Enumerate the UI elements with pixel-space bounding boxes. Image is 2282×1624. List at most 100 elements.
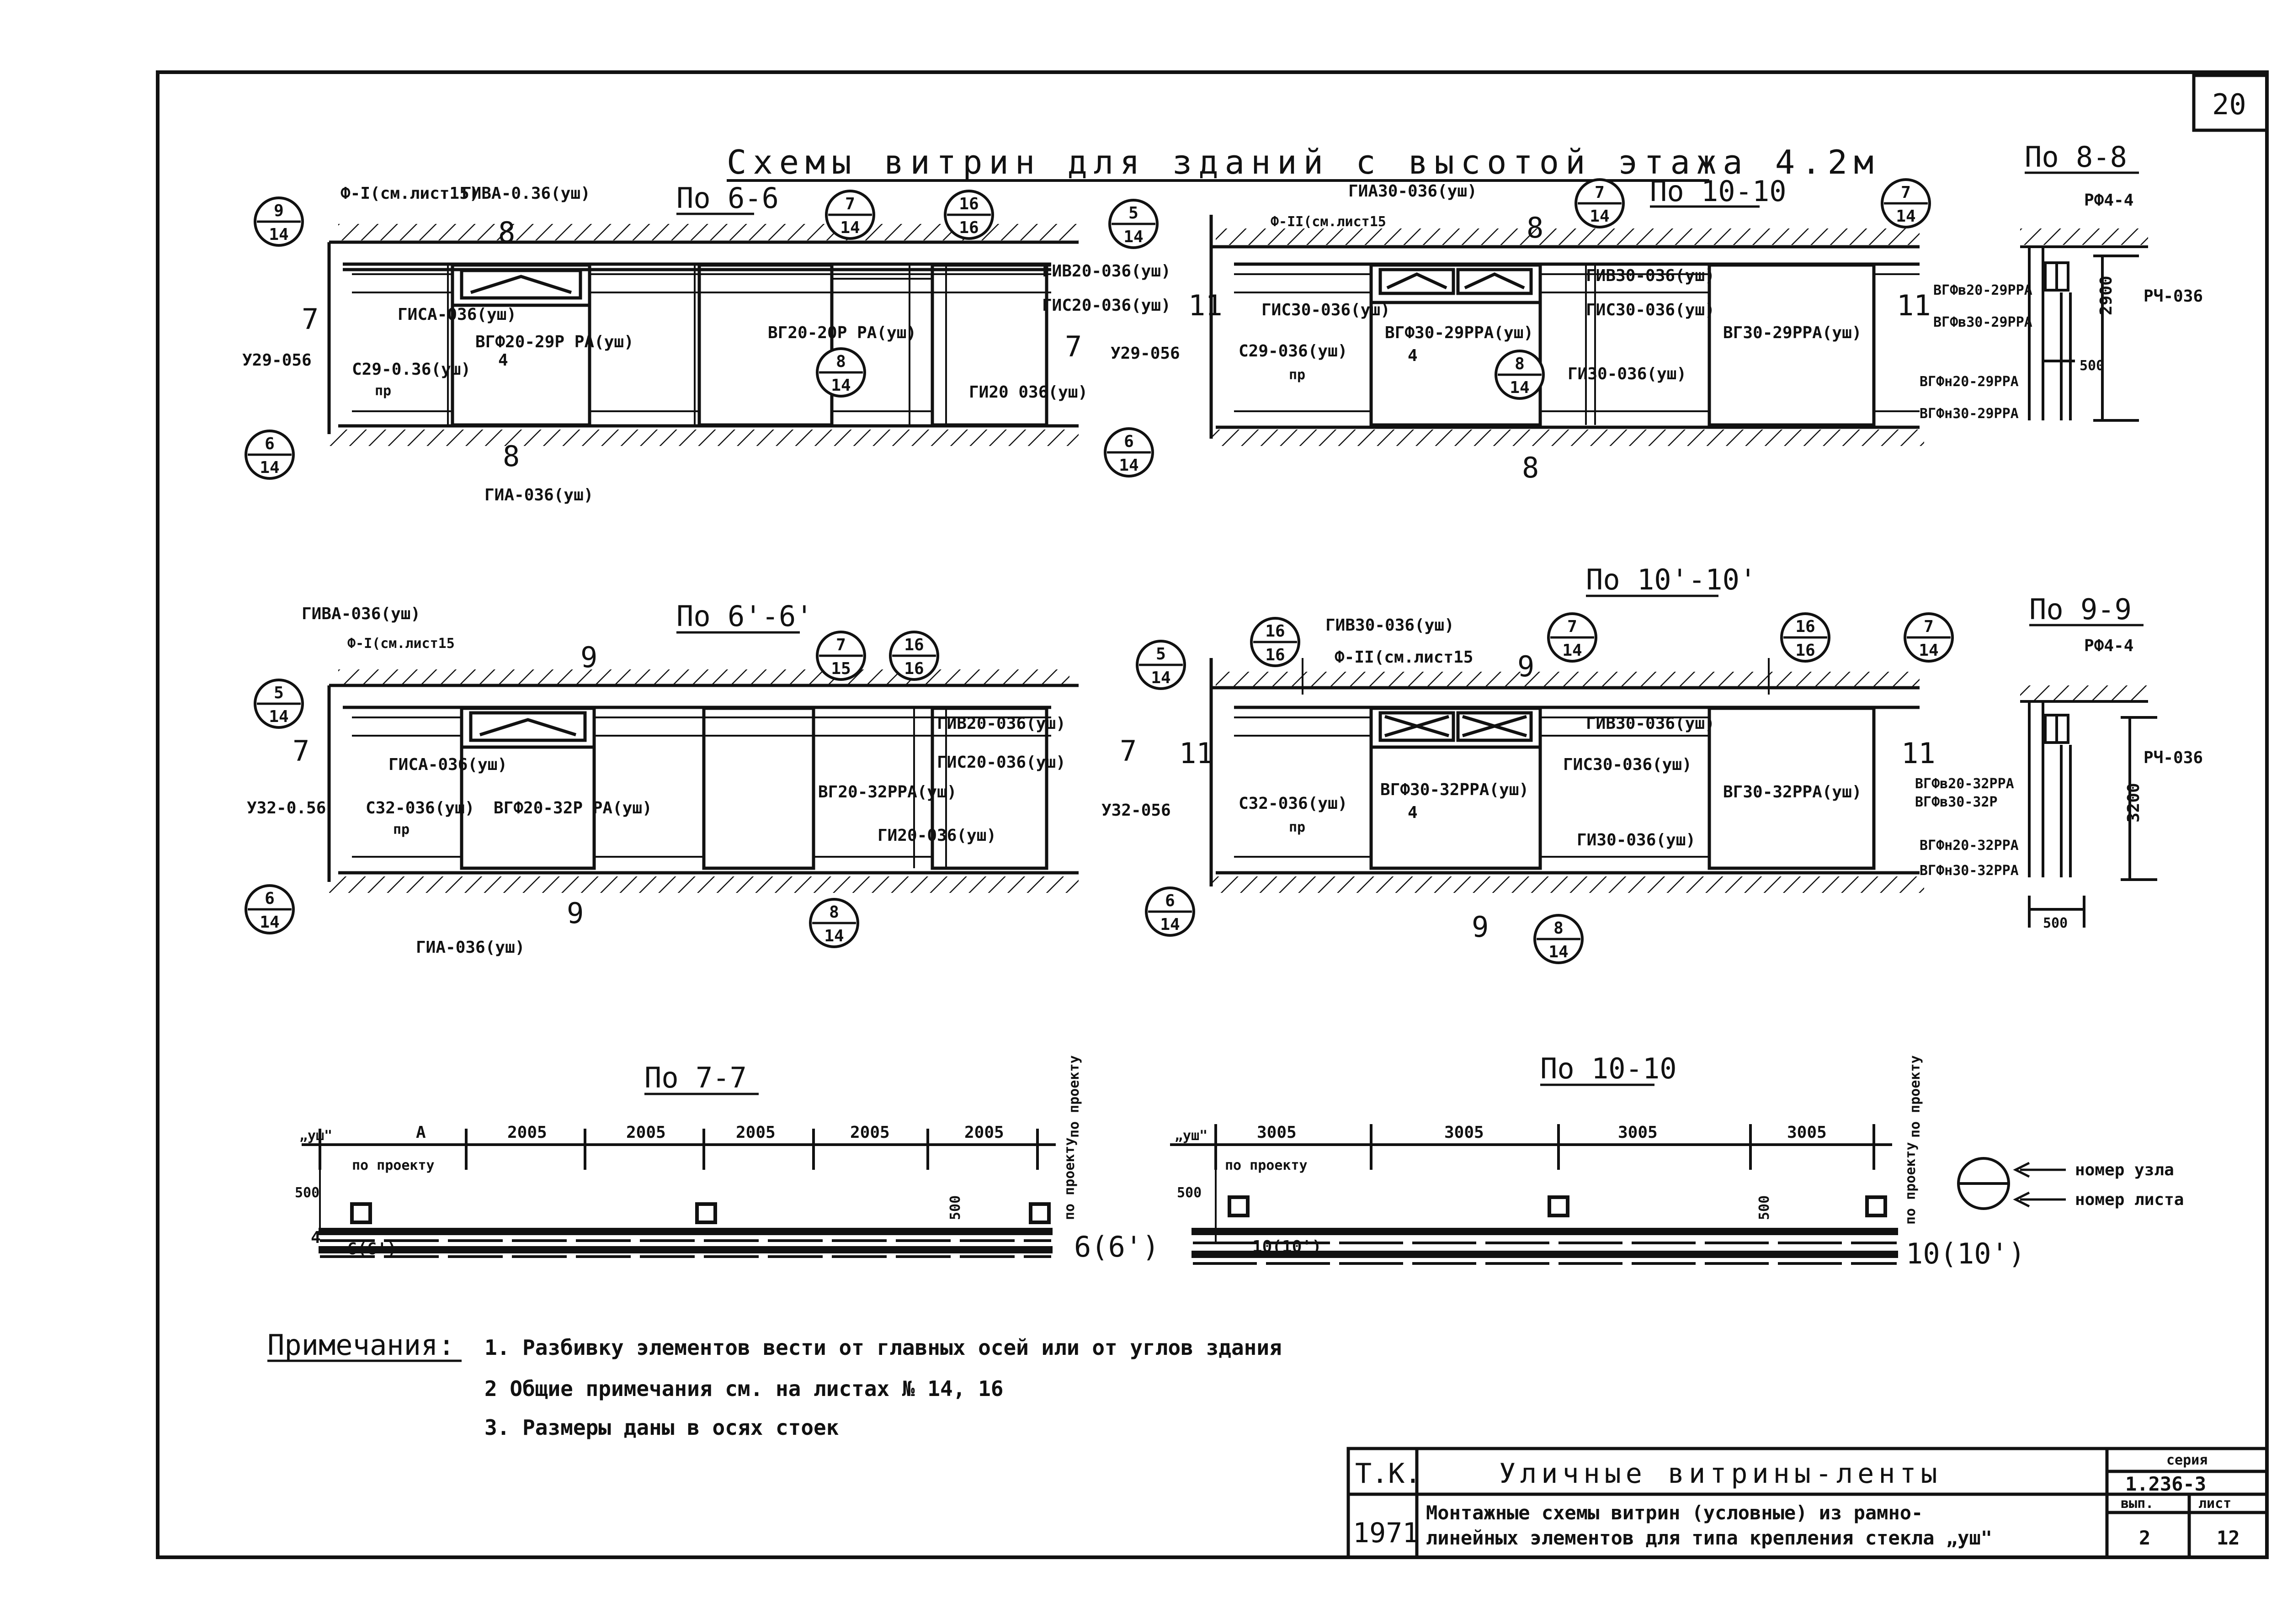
plan-10-10 [1170,1124,1898,1265]
svg-text:Т.К.: Т.К. [1355,1458,1421,1490]
callout-node-number: 8 [1553,919,1564,938]
svg-text:ГИ30-036(уш): ГИ30-036(уш) [1568,365,1686,383]
callout-sheet-number: 14 [1160,915,1180,934]
svg-text:лист: лист [2198,1496,2231,1512]
section-8-8-labels: РФ4-4 РЧ-036 ВГФв20-29РРА ВГФв30-29РРА В… [1920,191,2203,422]
svg-text:ГИА-036(уш): ГИА-036(уш) [484,486,593,504]
svg-text:ГИВА-0.36(уш): ГИВА-0.36(уш) [462,184,590,203]
svg-text:по проекту: по проекту [1225,1157,1308,1173]
svg-text:ВГФ30-29РРА(уш): ВГФ30-29РРА(уш) [1385,324,1533,342]
svg-text:4: 4 [311,1228,321,1247]
elevation-6p-6p-labels: ГИВА-036(уш) Ф-I(см.лист15 ГИСА-036(уш) … [247,605,1137,957]
svg-text:ГИВ20-036(уш): ГИВ20-036(уш) [1042,262,1171,281]
svg-text:ГИС20-036(уш): ГИС20-036(уш) [937,753,1066,772]
callout-node-number: 5 [274,684,284,702]
svg-text:вып.: вып. [2121,1496,2154,1512]
callout-node-number: 16 [904,636,924,654]
svg-text:ГИСА-036(уш): ГИСА-036(уш) [398,305,516,324]
svg-text:2900: 2900 [2097,276,2116,315]
svg-text:По 9-9: По 9-9 [2029,593,2132,626]
svg-text:ВГ30-32РРА(уш): ВГ30-32РРА(уш) [1723,783,1862,801]
svg-text:номер листа: номер листа [2075,1190,2184,1209]
svg-text:ВГФн30-29РРА: ВГФн30-29РРА [1920,406,2019,422]
svg-text:С32-036(уш): С32-036(уш) [366,799,474,817]
svg-text:3005: 3005 [1257,1123,1297,1142]
svg-text:ГИВ20-036(уш): ГИВ20-036(уш) [937,714,1066,733]
svg-text:ГИС20-036(уш): ГИС20-036(уш) [1042,296,1171,315]
callout-sheet-number: 16 [959,218,979,237]
callout-10: 514 [254,679,304,729]
elevation-10-10-labels: ГИА30-036(уш) Ф-II(см.лист15 ГИС30-036(у… [1111,182,1931,484]
callout-sheet-number: 14 [1919,641,1938,660]
svg-text:11: 11 [1188,289,1223,322]
callout-21: 614 [1145,886,1195,937]
elevation-10-10 [1209,215,1924,446]
section-8-8 [2020,228,2148,422]
callout-node-number: 7 [836,636,846,654]
callout-3: 814 [816,347,866,398]
callout-node-number: 16 [959,195,979,213]
svg-text:10(10'): 10(10') [1252,1237,1322,1256]
svg-text:6(6'): 6(6') [1074,1230,1160,1263]
callout-node-number: 9 [274,202,284,220]
svg-text:ВГФ20-32Р РА(уш): ВГФ20-32Р РА(уш) [494,799,652,817]
callout-7: 714 [1881,178,1931,228]
svg-text:РЧ-036: РЧ-036 [2144,748,2203,767]
callout-sheet-number: 14 [1590,207,1609,226]
svg-text:3200: 3200 [2124,783,2143,823]
callout-node-number: 7 [1567,617,1577,636]
svg-text:7: 7 [302,303,319,336]
drawing-title: Схемы витрин для зданий с высотой этажа … [727,143,1880,181]
callout-node-number: 8 [836,352,846,371]
svg-text:Примечания:: Примечания: [267,1328,455,1362]
svg-text:ВГ30-29РРА(уш): ВГ30-29РРА(уш) [1723,324,1862,342]
svg-text:По 10-10: По 10-10 [1540,1052,1677,1085]
svg-text:8: 8 [1522,451,1539,484]
svg-text:ГИ30-036(уш): ГИ30-036(уш) [1577,831,1696,849]
svg-text:ГИС30-036(уш): ГИС30-036(уш) [1261,301,1390,319]
svg-text:ГИ20 036(уш): ГИ20 036(уш) [969,383,1088,402]
svg-text:2005: 2005 [736,1123,776,1142]
svg-text:500: 500 [1177,1185,1202,1201]
svg-text:3. Размеры даны в осях стоек: 3. Размеры даны в осях стоек [484,1415,839,1440]
callout-node-number: 7 [1901,183,1911,202]
svg-text:4: 4 [1408,346,1418,365]
svg-text:по проекту: по проекту [1066,1055,1082,1138]
svg-text:Монтажные схемы витрин (условн: Монтажные схемы витрин (условные) из рам… [1426,1502,1923,1524]
svg-text:500: 500 [2080,358,2104,374]
callout-node-number: 5 [1156,645,1166,663]
view-headings: По 6-6 По 10-10 По 8-8 По 6'-6' По 10'-1… [644,140,2144,1095]
callout-sheet-number: 14 [260,458,279,477]
svg-text:По 10'-10': По 10'-10' [1586,563,1756,596]
elevation-6-6-labels: Ф-I(см.лист15) ГИВА-0.36(уш) ГИСА-036(уш… [242,184,1171,504]
svg-text:Ф-I(см.лист15: Ф-I(см.лист15 [347,636,455,652]
callout-19: 714 [1904,612,1954,663]
svg-text:Уличные витрины-ленты: Уличные витрины-ленты [1499,1458,1942,1490]
svg-text:8: 8 [503,440,520,473]
callout-6: 714 [1575,178,1625,228]
plan-7-7-labels: „уш" А 2005 2005 2005 2005 2005 по проек… [295,1055,1160,1263]
svg-text:ГИС30-036(уш): ГИС30-036(уш) [1586,301,1715,319]
svg-text:С29-036(уш): С29-036(уш) [1239,342,1347,361]
callout-node-number: 5 [1128,204,1138,223]
drawing-frame [156,70,2269,1559]
elevation-6p-6p [327,669,1079,893]
svg-text:ГИВ30-036(уш): ГИВ30-036(уш) [1586,266,1715,285]
svg-text:„уш": „уш" [1175,1128,1207,1144]
svg-text:1971: 1971 [1353,1517,1419,1549]
callout-9: 614 [1104,427,1154,478]
svg-text:1.236-3: 1.236-3 [2125,1473,2206,1495]
svg-text:по проекту: по проекту [352,1157,435,1173]
callout-11: 715 [816,631,866,681]
callout-sheet-number: 14 [1896,207,1915,226]
notes: Примечания: 1. Разбивку элементов вести … [267,1328,1282,1440]
svg-text:2005: 2005 [507,1123,547,1142]
callout-sheet-number: 14 [269,225,288,244]
callout-sheet-number: 14 [1562,641,1582,660]
svg-text:пр: пр [1289,819,1305,835]
callout-17: 714 [1547,612,1597,663]
callout-sheet-number: 14 [1151,669,1170,687]
callout-20: 814 [1533,914,1584,964]
plan-10-10-labels: „уш" 3005 3005 3005 3005 по проекту по п… [1175,1055,2025,1270]
